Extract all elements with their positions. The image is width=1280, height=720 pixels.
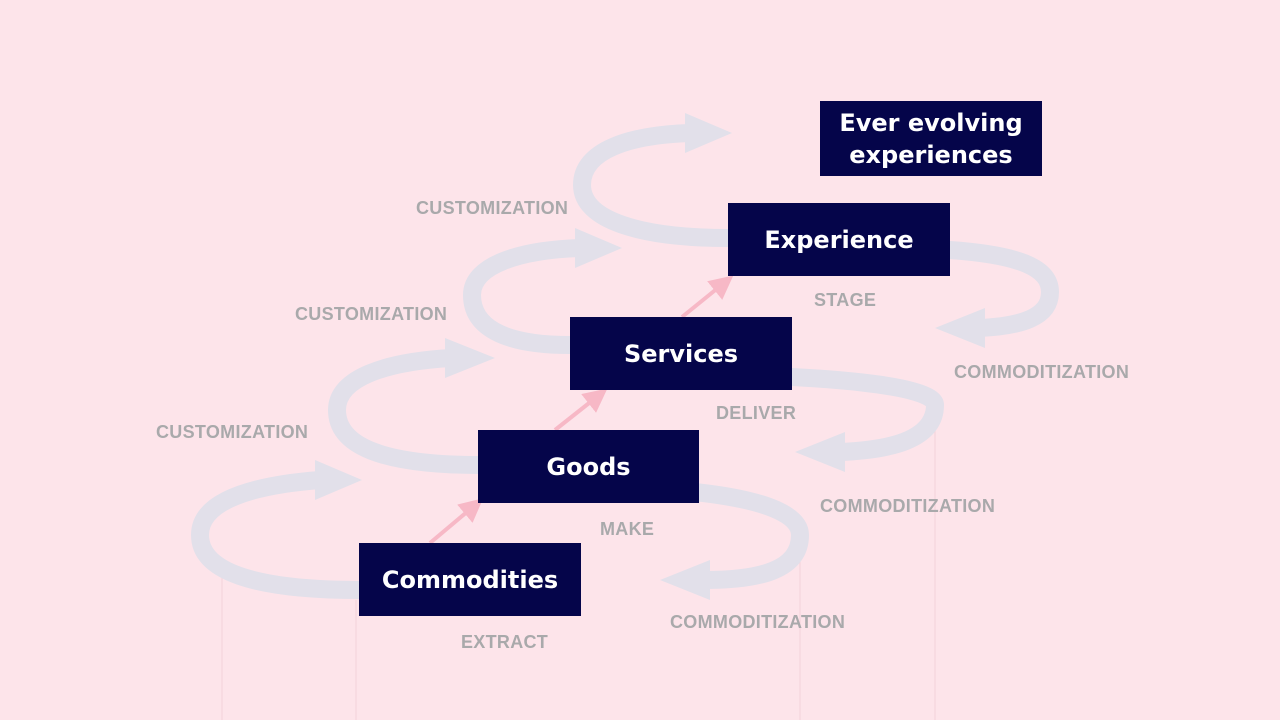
commoditization-arrowhead-1 [660,560,710,600]
stage-box-commodities: Commodities [359,543,581,616]
progression-arrows [428,275,734,545]
commoditization-label-1: COMMODITIZATION [670,612,846,632]
commoditization-label-3: COMMODITIZATION [954,362,1130,382]
verb-label-extract: EXTRACT [461,632,549,652]
guide-lines [221,420,936,720]
spiral-loop-4 [572,113,737,247]
top-box-label: Ever evolving experiences [839,108,1023,169]
spiral-loop-3 [462,228,1060,354]
customization-arrowhead-4 [685,113,732,153]
stage-label-goods: Goods [546,452,631,481]
customization-arrowhead-1 [315,460,362,500]
stage-box-experience: Experience [728,203,950,276]
verb-label-stage: STAGE [814,290,877,310]
stage-label-commodities: Commodities [381,565,559,594]
customization-arrowhead-2 [445,338,495,378]
customization-label-2: CUSTOMIZATION [295,304,448,324]
top-box-ever-evolving: Ever evolving experiences [820,101,1042,176]
stage-label-experience: Experience [764,225,914,254]
stage-box-goods: Goods [478,430,699,503]
verb-label-make: MAKE [600,519,655,539]
customization-label-3: CUSTOMIZATION [416,198,569,218]
verb-label-deliver: DELIVER [716,403,797,423]
commoditization-arrowhead-2 [795,432,845,472]
customization-arrowhead-3 [575,228,622,268]
stage-label-services: Services [623,339,739,368]
commoditization-arrowhead-3 [935,308,985,348]
stage-box-services: Services [570,317,792,390]
customization-label-1: CUSTOMIZATION [156,422,309,442]
commoditization-label-2: COMMODITIZATION [820,496,996,516]
